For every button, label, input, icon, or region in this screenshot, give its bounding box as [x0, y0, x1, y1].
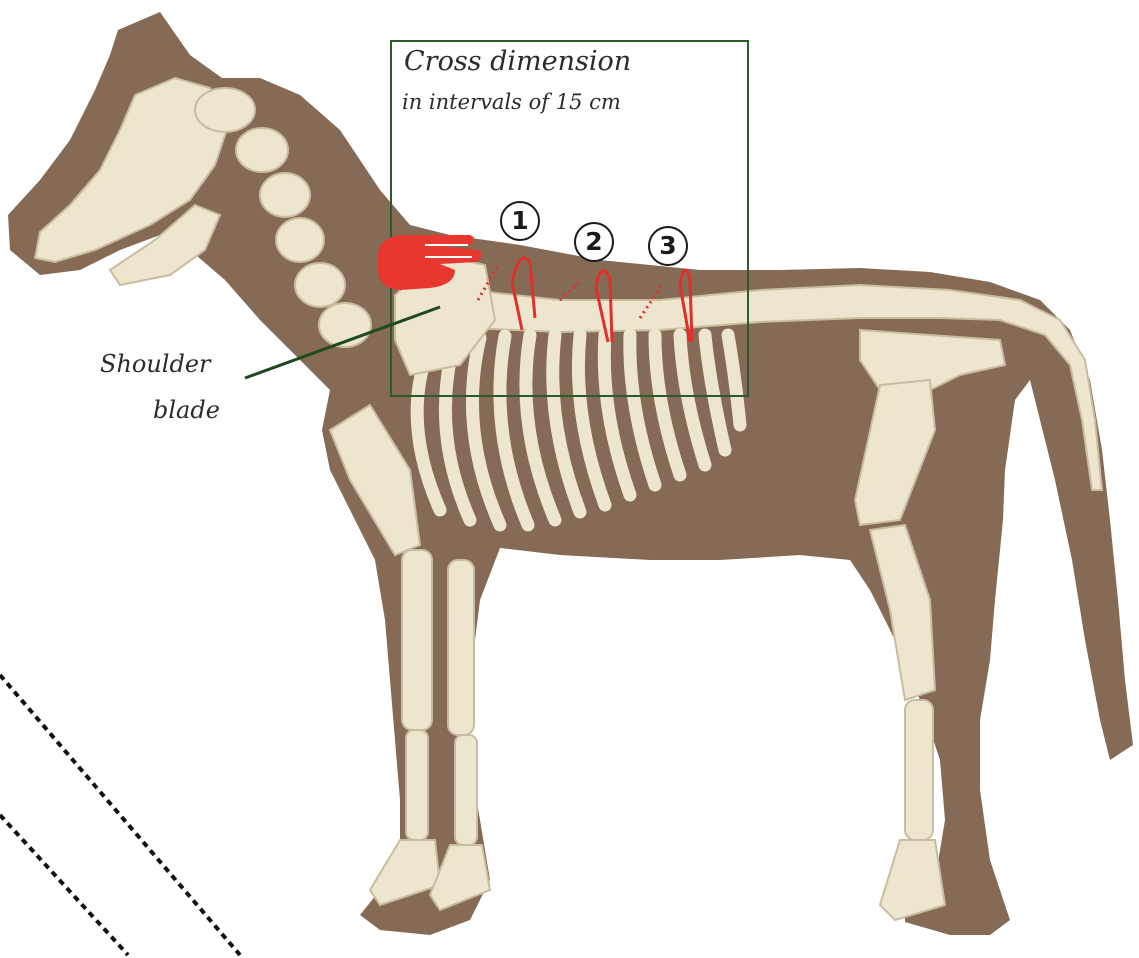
marker-2: 2: [574, 222, 614, 262]
dashed-line-2: [0, 815, 128, 955]
box-title-line2: in intervals of 15 cm: [402, 90, 621, 114]
box-title-line1: Cross dimension: [404, 46, 631, 77]
dashed-line-1: [0, 675, 240, 955]
marker-1: 1: [500, 201, 540, 241]
shoulder-label-line1: Shoulder: [100, 350, 211, 378]
shoulder-label-line2: blade: [153, 396, 220, 424]
marker-3: 3: [648, 226, 688, 266]
